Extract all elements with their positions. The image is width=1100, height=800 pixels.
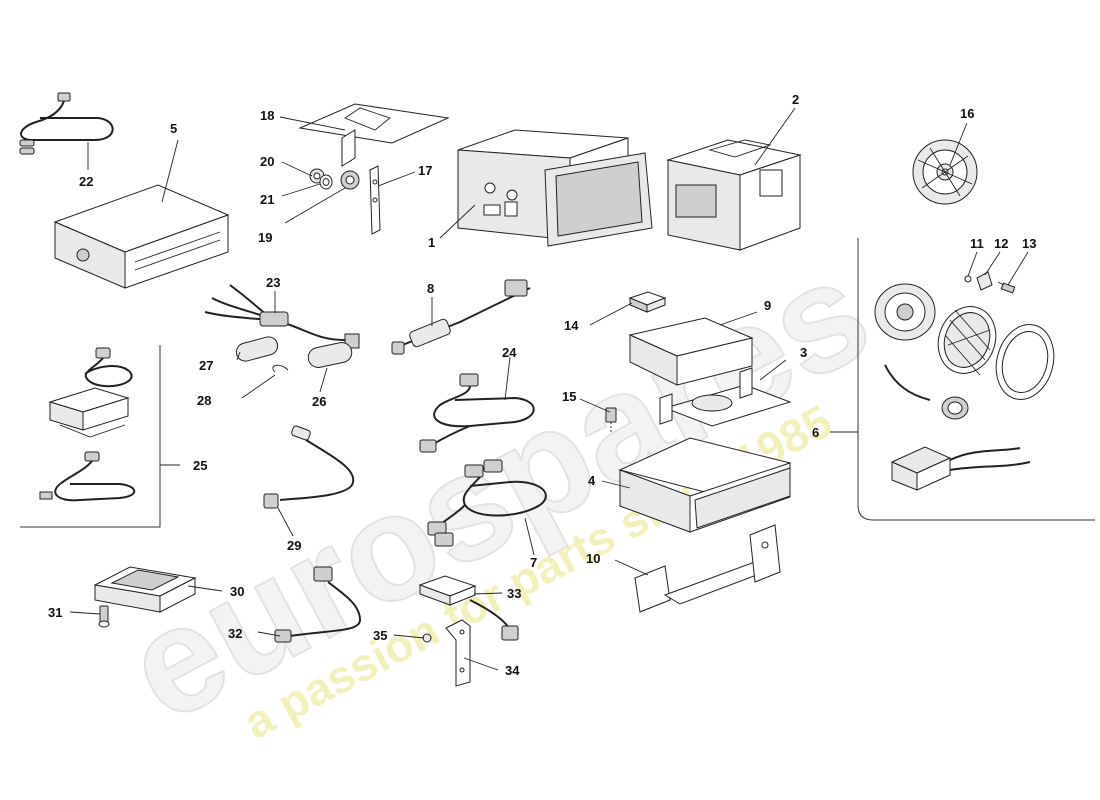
part-28-ring[interactable] [272, 364, 289, 373]
callout-19: 19 [258, 230, 272, 245]
callout-33: 33 [507, 586, 521, 601]
callout-9: 9 [764, 298, 771, 313]
callout-27: 27 [199, 358, 213, 373]
part-10-mounting-bracket[interactable] [634, 524, 781, 613]
callout-7: 7 [530, 555, 537, 570]
part-3-bracket[interactable] [659, 367, 792, 427]
callout-3: 3 [800, 345, 807, 360]
part-34-bracket[interactable] [445, 619, 471, 687]
part-23-adapter-cable[interactable] [204, 284, 360, 349]
part-18-bracket-plate[interactable] [298, 103, 450, 167]
callout-2: 2 [792, 92, 799, 107]
part-27-sleeve[interactable] [234, 335, 279, 363]
callout-4: 4 [588, 473, 596, 488]
leader-lines [69, 107, 1029, 671]
group-frame-25 [20, 345, 161, 528]
part-21-washer[interactable] [319, 174, 333, 190]
part-30-receiver-module[interactable] [93, 566, 197, 613]
callout-28: 28 [197, 393, 211, 408]
callout-24: 24 [502, 345, 517, 360]
part-7-harness[interactable] [427, 459, 547, 547]
callout-21: 21 [260, 192, 274, 207]
part-2-mounting-cage[interactable] [666, 139, 802, 251]
callout-29: 29 [287, 538, 301, 553]
callout-22: 22 [79, 174, 93, 189]
part-12-clamp[interactable] [976, 271, 993, 291]
callout-12: 12 [994, 236, 1008, 251]
part-33-control-unit[interactable] [418, 575, 519, 641]
part-9-module-box[interactable] [628, 317, 754, 386]
part-31-screw[interactable] [98, 605, 110, 628]
part-35-nut[interactable] [422, 633, 432, 643]
callout-26: 26 [312, 394, 326, 409]
callout-15: 15 [562, 389, 576, 404]
part-8-harness[interactable] [391, 279, 531, 355]
part-4-navigation-unit[interactable] [618, 437, 792, 533]
part-17-strap[interactable] [369, 165, 381, 235]
callout-8: 8 [427, 281, 434, 296]
callout-20: 20 [260, 154, 274, 169]
part-29-antenna-cable[interactable] [263, 425, 355, 509]
part-19-grommet[interactable] [340, 170, 360, 190]
callout-18: 18 [260, 108, 274, 123]
callout-labels: 1 2 3 4 5 6 7 8 9 10 11 12 13 14 15 16 1… [48, 92, 1036, 678]
callout-13: 13 [1022, 236, 1036, 251]
part-24-cable[interactable] [419, 373, 535, 453]
callout-25: 25 [193, 458, 207, 473]
callout-31: 31 [48, 605, 62, 620]
callout-23: 23 [266, 275, 280, 290]
part-25-antenna-module-set[interactable] [39, 347, 136, 502]
callout-16: 16 [960, 106, 974, 121]
part-14-gps-antenna[interactable] [628, 291, 667, 313]
callout-14: 14 [564, 318, 579, 333]
callout-5: 5 [170, 121, 177, 136]
part-22-rca-cable[interactable] [19, 92, 114, 155]
part-13-screw[interactable] [997, 281, 1016, 294]
part-16-navigation-disc[interactable] [912, 139, 978, 205]
callout-1: 1 [428, 235, 435, 250]
part-1-head-unit[interactable] [457, 129, 653, 247]
part-32-antenna-cable[interactable] [274, 566, 362, 643]
callout-30: 30 [230, 584, 244, 599]
callout-10: 10 [586, 551, 600, 566]
callout-11: 11 [970, 236, 984, 251]
callout-35: 35 [373, 628, 387, 643]
callout-17: 17 [418, 163, 432, 178]
part-6-speaker-kit[interactable] [874, 283, 1062, 491]
callout-6: 6 [812, 425, 819, 440]
part-5-cd-changer[interactable] [53, 184, 230, 289]
part-26-sleeve[interactable] [306, 341, 353, 370]
group-frame-6 [857, 238, 1095, 521]
callout-34: 34 [505, 663, 520, 678]
part-11-clip[interactable] [964, 275, 972, 283]
callout-32: 32 [228, 626, 242, 641]
